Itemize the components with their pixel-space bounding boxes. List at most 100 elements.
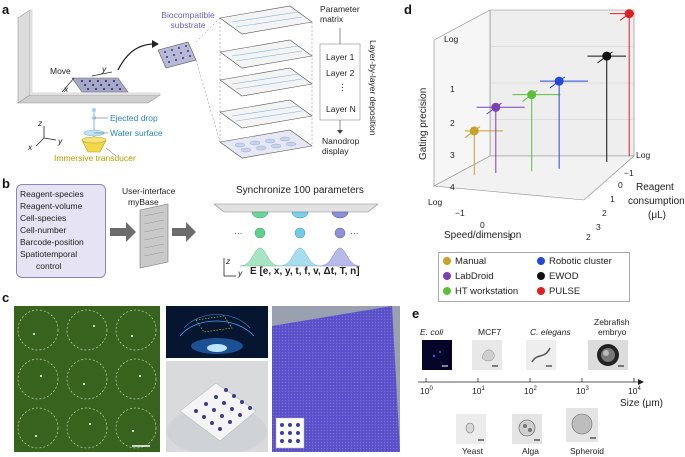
param-item-2: Cell-species bbox=[20, 213, 67, 223]
d-ztick-0: −1 bbox=[455, 208, 465, 218]
legend-label-0: Manual bbox=[455, 256, 487, 267]
legend-item-0: Manual bbox=[443, 256, 486, 267]
d-legend: Manual LabDroid HT workstation Robotic c… bbox=[438, 252, 630, 302]
e-label-zebrafish: Zebrafish bbox=[594, 317, 630, 327]
d-xtick-1: 0 bbox=[618, 180, 623, 190]
label-immersive-transducer: Immersive transducer bbox=[54, 153, 136, 163]
biocompatible-substrate bbox=[157, 41, 197, 69]
label-axis-x: x bbox=[28, 142, 33, 152]
marker-manual bbox=[469, 126, 479, 136]
label-water-surface: Water surface bbox=[110, 128, 163, 138]
legend-item-4: EWOD bbox=[537, 271, 579, 282]
panel-letter-c: c bbox=[2, 290, 10, 305]
label-mybase: myBase bbox=[128, 197, 159, 207]
legend-label-5: PULSE bbox=[549, 286, 581, 297]
thumb-ecoli bbox=[422, 340, 452, 370]
label-move: Move bbox=[50, 66, 71, 76]
d-ytick-2: 2 bbox=[450, 118, 455, 128]
d-xtick-0: −1 bbox=[624, 168, 634, 178]
panel-d-3d-chart bbox=[432, 9, 635, 201]
marker-ewod bbox=[602, 51, 612, 61]
param-item-6: control bbox=[36, 261, 62, 271]
e-label-celegans: C. elegans bbox=[530, 327, 571, 337]
e-label-spheroid: Spheroid bbox=[570, 446, 605, 456]
e-tick-3-exp: 3 bbox=[585, 386, 589, 393]
label-user-interface: User-interface bbox=[122, 186, 176, 196]
d-xtick-3: 2 bbox=[602, 208, 607, 218]
d-log-right: Log bbox=[636, 150, 651, 160]
d-xlabel-2: consumption bbox=[628, 196, 685, 207]
d-xlabel-1: Reagent bbox=[636, 182, 674, 193]
e-tick-0-base: 10 bbox=[420, 386, 430, 396]
legend-item-2: HT workstation bbox=[443, 286, 518, 297]
e-axis-label: Size (μm) bbox=[620, 398, 663, 409]
d-zlabel: Speed/dimension bbox=[444, 230, 522, 241]
label-y: y bbox=[102, 64, 107, 74]
layer-n: Layer N bbox=[326, 104, 356, 114]
legend-label-1: LabDroid bbox=[455, 271, 494, 282]
layer-stack bbox=[219, 5, 313, 159]
label-x: x bbox=[64, 84, 69, 94]
d-ztick-1: 0 bbox=[480, 220, 485, 230]
panel-b-illustration bbox=[110, 203, 379, 277]
floor bbox=[432, 155, 635, 201]
legend-label-2: HT workstation bbox=[455, 286, 519, 297]
d-ylabel: Gating precision bbox=[418, 87, 429, 160]
mybase-screen bbox=[139, 203, 169, 269]
panel-c-acoustic-photo bbox=[166, 306, 268, 358]
d-ytick-3: 3 bbox=[450, 150, 455, 160]
legend-swatch-1 bbox=[443, 272, 451, 281]
e-tick-3: 103 bbox=[576, 386, 589, 396]
e-tick-1: 101 bbox=[472, 386, 485, 396]
d-log-top: Log bbox=[444, 34, 459, 44]
panel-a-illustration bbox=[17, 5, 361, 159]
param-item-1: Reagent-volume bbox=[20, 201, 83, 211]
d-xtick-4: 3 bbox=[596, 222, 601, 232]
marker-robotic-cluster bbox=[554, 76, 564, 86]
e-tick-2-exp: 2 bbox=[533, 386, 537, 393]
legend-item-5: PULSE bbox=[537, 286, 580, 297]
legend-swatch-5 bbox=[537, 287, 545, 296]
legend-label-4: EWOD bbox=[549, 271, 579, 282]
param-item-3: Cell-number bbox=[20, 225, 67, 235]
left-wall bbox=[433, 9, 491, 187]
parameter-list-box bbox=[16, 184, 106, 278]
marker-ht-workstation bbox=[527, 90, 537, 100]
label-parameter-matrix: Parameter matrix bbox=[320, 4, 360, 24]
layer-2: Layer 2 bbox=[326, 68, 355, 78]
d-xlabel-3: (μL) bbox=[648, 210, 666, 221]
dots-right: ··· bbox=[350, 228, 359, 238]
layer-ellipsis: ⋮ bbox=[338, 82, 347, 92]
e-label-alga: Alga bbox=[522, 446, 540, 456]
panel-letter-d: d bbox=[404, 2, 412, 17]
legend-label-3: Robotic cluster bbox=[549, 256, 612, 267]
e-tick-0: 100 bbox=[420, 386, 433, 396]
marker-pulse bbox=[624, 9, 634, 19]
legend-swatch-3 bbox=[537, 257, 545, 266]
legend-swatch-2 bbox=[443, 287, 451, 296]
d-log-left: Log bbox=[428, 197, 443, 207]
legend-item-3: Robotic cluster bbox=[537, 256, 612, 267]
panel-e-images bbox=[418, 340, 644, 444]
e-tick-4-base: 10 bbox=[628, 386, 638, 396]
e-tick-4-exp: 4 bbox=[637, 386, 641, 393]
e-label-yeast: Yeast bbox=[462, 446, 483, 456]
label-nanodrop-display: Nanodrop display bbox=[322, 136, 360, 156]
d-ztick-3: 2 bbox=[586, 232, 591, 242]
label-synchronize: Synchronize 100 parameters bbox=[236, 185, 364, 196]
e-label-ecoli: E. coli bbox=[420, 327, 444, 337]
label-b-y: y bbox=[238, 268, 243, 278]
d-ytick-4: 4 bbox=[450, 182, 455, 192]
panel-letter-a: a bbox=[2, 2, 10, 17]
e-label-embryo: embryo bbox=[598, 327, 627, 337]
e-tick-1-base: 10 bbox=[472, 386, 482, 396]
legend-item-1: LabDroid bbox=[443, 271, 494, 282]
panel-letter-e: e bbox=[412, 306, 420, 321]
d-ztick-2: 1 bbox=[508, 232, 513, 242]
d-xtick-2: 1 bbox=[610, 194, 615, 204]
param-item-5: Spatiotemporal bbox=[20, 249, 78, 259]
label-ejected-drop: Ejected drop bbox=[110, 113, 158, 123]
dots-left: ··· bbox=[234, 228, 243, 238]
legend-swatch-0 bbox=[443, 257, 451, 266]
param-item-0: Reagent-species bbox=[20, 189, 84, 199]
